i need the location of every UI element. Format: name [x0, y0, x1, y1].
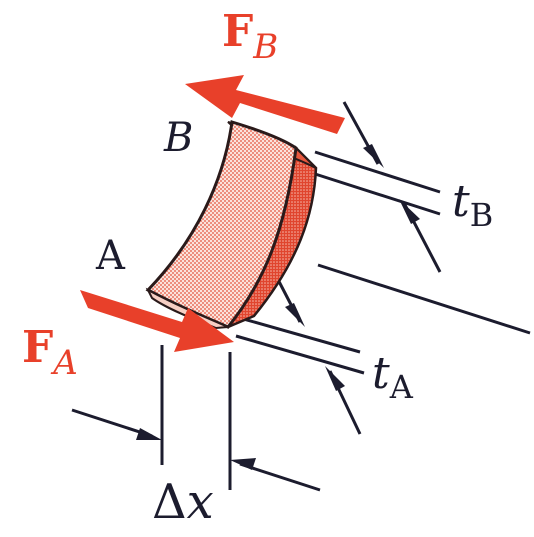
thickness-b-arrowhead-top — [363, 144, 384, 168]
thickness-b-arrowhead-bottom — [399, 199, 420, 224]
thickness-a-symbol: t — [372, 348, 390, 399]
force-a-subscript: A — [53, 343, 78, 383]
curved-element — [145, 120, 318, 330]
thickness-b-label: tB — [452, 180, 494, 234]
force-a-symbol: F — [22, 322, 54, 373]
thickness-a-subscript: A — [389, 368, 413, 406]
thickness-a-arrowhead-bottom — [325, 366, 345, 391]
point-b-label: B — [164, 115, 194, 161]
thickness-a-arrowhead-top — [285, 303, 305, 327]
delta-x-dimension — [71, 345, 321, 492]
thickness-b-symbol: t — [452, 176, 470, 227]
delta-x-arrowhead-left — [136, 428, 162, 440]
delta-x-arrowhead-right — [230, 458, 256, 470]
force-b-arrow — [185, 75, 345, 134]
force-a-arrow — [80, 290, 234, 352]
thickness-b-subscript: B — [469, 196, 494, 234]
point-a-label: A — [96, 233, 125, 279]
element-extension-line — [317, 263, 531, 335]
delta-variable: x — [186, 474, 214, 530]
delta-symbol: Δ — [152, 474, 187, 530]
force-b-symbol: F — [222, 6, 254, 57]
force-b-label: FB — [222, 10, 279, 67]
force-b-subscript: B — [253, 27, 279, 67]
force-a-label: FA — [22, 326, 78, 383]
delta-x-label: Δx — [152, 478, 214, 526]
thickness-a-label: tA — [372, 352, 413, 406]
